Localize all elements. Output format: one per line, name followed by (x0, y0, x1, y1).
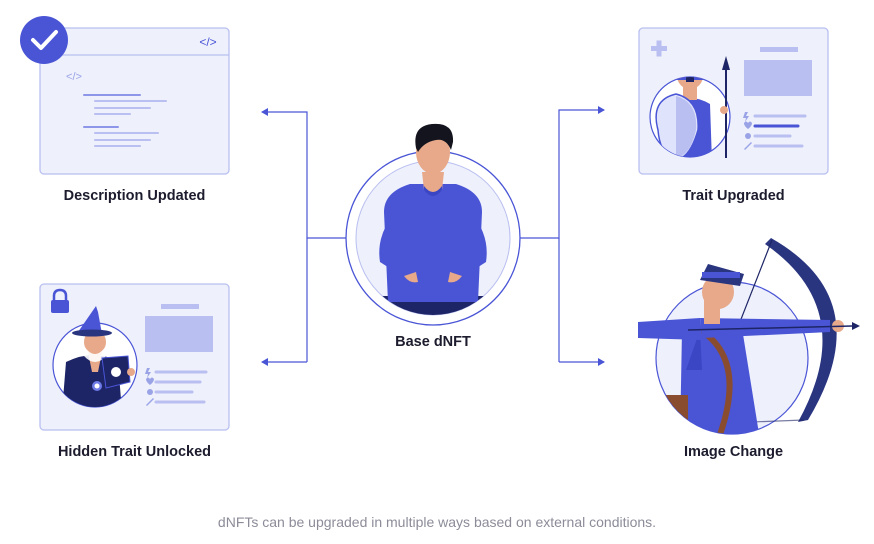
image-card (638, 238, 860, 435)
description-updated-label: Description Updated (63, 188, 206, 204)
trait-upgraded-label: Trait Upgraded (682, 188, 785, 204)
image-change-label: Image Change (683, 444, 784, 460)
code-icon-small: </> (66, 71, 82, 83)
code-icon: </> (199, 35, 216, 49)
lock-icon (51, 288, 69, 313)
check-circle-icon (20, 16, 68, 64)
hidden-card (39, 283, 230, 431)
caption-text: dNFTs can be upgraded in multiple ways b… (217, 514, 657, 530)
arrow-to-trait (509, 106, 605, 239)
description-card: </> </> (20, 16, 230, 175)
arrow-to-description (261, 108, 357, 239)
hidden-trait-unlocked-label: Hidden Trait Unlocked (57, 444, 212, 460)
plus-icon (651, 40, 667, 57)
connector-lines (261, 106, 605, 366)
trait-card (638, 27, 829, 175)
base-dnft (345, 123, 521, 326)
base-dnft-label: Base dNFT (395, 334, 471, 350)
